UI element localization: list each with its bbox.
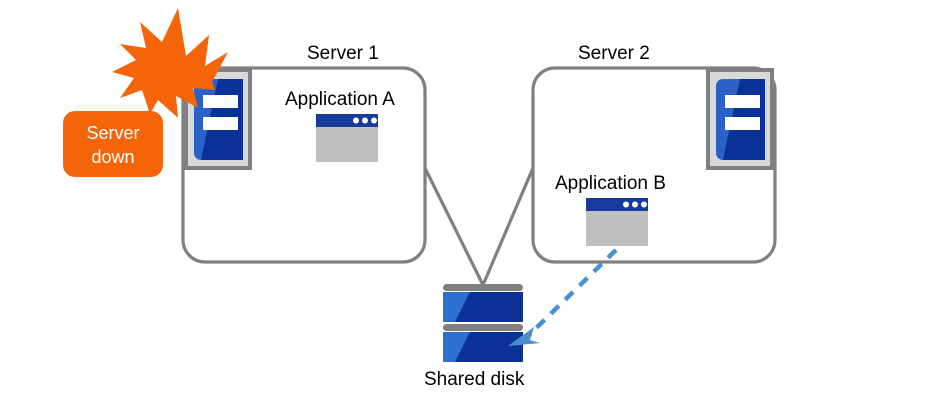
application-b-label: Application B [555, 173, 666, 194]
server-down-badge[interactable] [63, 111, 163, 177]
connector-server1-to-disk [423, 167, 485, 286]
server-down-badge-line2: down [91, 147, 135, 167]
failover-dashed-arrow [508, 248, 618, 346]
server-1-title: Server 1 [307, 43, 379, 64]
server-2-rack-icon [706, 68, 774, 170]
application-a-window-icon [316, 114, 378, 162]
connector-lines [423, 167, 535, 286]
shared-disk-icon [443, 284, 523, 362]
application-a-label: Application A [285, 89, 395, 110]
server-2-title: Server 2 [578, 43, 650, 64]
connector-server2-to-disk [481, 167, 535, 286]
lightning-burst-icon [112, 8, 228, 118]
server-down-badge-line1: Server [86, 123, 140, 143]
shared-disk-label: Shared disk [424, 369, 525, 390]
application-b-window-icon [586, 198, 648, 246]
